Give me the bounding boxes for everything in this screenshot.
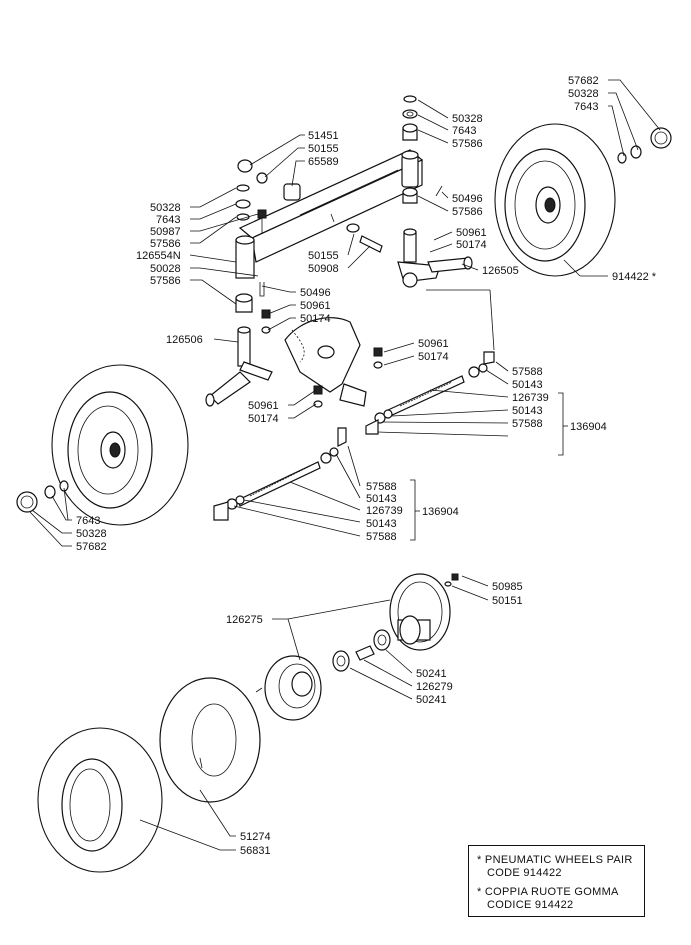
part-label: 7643 bbox=[76, 515, 100, 527]
upper-tie-rod bbox=[365, 351, 495, 435]
part-label: 50174 bbox=[300, 313, 331, 325]
part-label: 50987 bbox=[150, 226, 181, 238]
part-label: 50143 bbox=[366, 518, 397, 530]
part-label: 126739 bbox=[366, 505, 403, 517]
beam-bolts bbox=[330, 213, 383, 253]
part-label: 57682 bbox=[568, 75, 599, 87]
part-label: 57586 bbox=[150, 275, 181, 287]
part-label: 65589 bbox=[308, 156, 339, 168]
part-label: 57588 bbox=[512, 418, 543, 430]
part-label: 50496 bbox=[452, 193, 483, 205]
part-label: 50028 bbox=[150, 263, 181, 275]
part-label: 50328 bbox=[76, 528, 107, 540]
part-label: 57586 bbox=[452, 206, 483, 218]
part-label: 50241 bbox=[416, 668, 447, 680]
part-labels: 57682 50328 7643 50328 7643 57586 51451 … bbox=[76, 75, 657, 857]
part-label: 50961 bbox=[456, 227, 487, 239]
part-label: 57682 bbox=[76, 541, 107, 553]
inner-tube bbox=[159, 677, 261, 803]
part-label: 50241 bbox=[416, 694, 447, 706]
left-kingpin-stack bbox=[205, 159, 301, 407]
part-label: 50155 bbox=[308, 250, 339, 262]
part-label: 51274 bbox=[240, 831, 271, 843]
part-label: 50328 bbox=[452, 113, 483, 125]
part-label: 50174 bbox=[248, 413, 279, 425]
part-label: 57588 bbox=[366, 481, 397, 493]
part-label: 126506 bbox=[166, 334, 203, 346]
part-label: 50961 bbox=[248, 400, 279, 412]
footnote-line: CODICE 914422 bbox=[487, 899, 574, 911]
part-label: 57588 bbox=[366, 531, 397, 543]
part-label: 50961 bbox=[418, 338, 449, 350]
part-label: 50143 bbox=[512, 405, 543, 417]
part-label: 50151 bbox=[492, 595, 523, 607]
left-wheel bbox=[16, 364, 189, 526]
part-label: 126554N bbox=[136, 250, 181, 262]
axle-beam bbox=[235, 149, 424, 279]
part-label: 7643 bbox=[452, 125, 476, 137]
part-label: 57586 bbox=[452, 138, 483, 150]
part-label: 50908 bbox=[308, 263, 339, 275]
part-label: 50174 bbox=[418, 351, 449, 363]
upper-right-wheel bbox=[494, 123, 672, 277]
part-label: 56831 bbox=[240, 845, 271, 857]
part-label: 57588 bbox=[512, 366, 543, 378]
hub-assembly bbox=[255, 573, 459, 721]
footnote-box: * PNEUMATIC WHEELS PAIR CODE 914422 * CO… bbox=[468, 845, 645, 917]
footnote-line: * PNEUMATIC WHEELS PAIR bbox=[477, 854, 633, 866]
part-label: 126275 bbox=[226, 614, 263, 626]
lower-tie-rod bbox=[213, 427, 347, 521]
part-label: 7643 bbox=[156, 214, 180, 226]
part-label: 50328 bbox=[568, 88, 599, 100]
part-label: 50328 bbox=[150, 202, 181, 214]
part-label: 126279 bbox=[416, 681, 453, 693]
part-label: 136904 bbox=[422, 506, 459, 518]
footnote-english: * PNEUMATIC WHEELS PAIR CODE 914422 bbox=[477, 854, 636, 880]
part-label: 914422 * bbox=[612, 271, 657, 283]
footnote-italian: * COPPIA RUOTE GOMMA CODICE 914422 bbox=[477, 886, 636, 912]
part-label: 50174 bbox=[456, 239, 487, 251]
part-label: 57586 bbox=[150, 238, 181, 250]
part-label: 50143 bbox=[512, 379, 543, 391]
part-label: 50961 bbox=[300, 300, 331, 312]
footnote-line: CODE 914422 bbox=[487, 867, 562, 879]
footnote-line: * COPPIA RUOTE GOMMA bbox=[477, 886, 619, 898]
part-label: 51451 bbox=[308, 130, 339, 142]
bottom-tire bbox=[37, 727, 163, 873]
part-label: 126739 bbox=[512, 392, 549, 404]
part-label: 7643 bbox=[574, 101, 598, 113]
steering-arm bbox=[284, 317, 383, 408]
part-label: 50143 bbox=[366, 493, 397, 505]
part-label: 50155 bbox=[308, 143, 339, 155]
part-label: 50496 bbox=[300, 287, 331, 299]
leader-lines bbox=[29, 79, 661, 851]
right-kingpin-stack bbox=[397, 95, 473, 288]
part-label: 50985 bbox=[492, 581, 523, 593]
part-label: 126505 bbox=[482, 265, 519, 277]
part-label: 136904 bbox=[570, 421, 607, 433]
